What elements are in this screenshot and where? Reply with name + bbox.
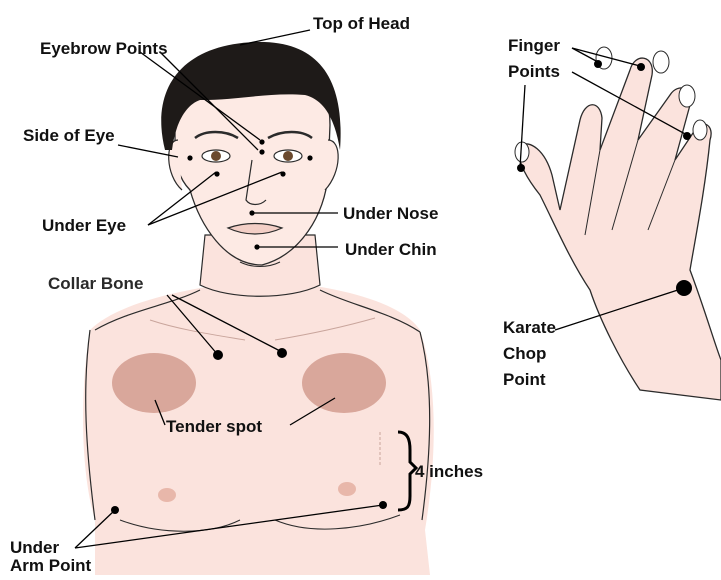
label-under-arm-line1: Under [10, 538, 59, 558]
label-under-eye: Under Eye [42, 216, 126, 236]
point-under-arm-left [111, 506, 119, 514]
point-finger-3 [683, 132, 691, 140]
point-under-eye-left [214, 171, 219, 176]
leader-top-of-head [240, 30, 310, 45]
tender-spot-left [112, 353, 196, 413]
point-finger-1 [594, 60, 602, 68]
right-iris [283, 151, 293, 161]
point-side-of-eye-right [307, 155, 312, 160]
nipple-left [158, 488, 176, 502]
label-under-arm-line2: Arm Point [10, 556, 91, 576]
hand [519, 58, 721, 400]
point-collar-left [213, 350, 223, 360]
point-collar-right [277, 348, 287, 358]
label-tender-spot: Tender spot [166, 417, 262, 437]
nipple-right [338, 482, 356, 496]
fingernail-3 [679, 85, 695, 107]
label-collar-bone: Collar Bone [48, 274, 143, 294]
point-eyebrow-2 [259, 149, 264, 154]
label-finger-line1: Finger [508, 36, 560, 56]
point-thumb [517, 164, 525, 172]
point-under-nose [249, 210, 254, 215]
point-under-chin [254, 244, 259, 249]
label-side-of-eye: Side of Eye [23, 126, 115, 146]
label-karate-line3: Point [503, 370, 546, 390]
point-karate-chop [676, 280, 692, 296]
label-karate-line1: Karate [503, 318, 556, 338]
tender-spot-right [302, 353, 386, 413]
point-side-of-eye-left [187, 155, 192, 160]
label-top-of-head: Top of Head [313, 14, 410, 34]
label-four-inches: 4 inches [415, 462, 483, 482]
fingernail-4 [693, 120, 707, 140]
label-karate-line2: Chop [503, 344, 546, 364]
leader-finger-1 [572, 48, 598, 62]
left-iris [211, 151, 221, 161]
point-eyebrow [259, 139, 264, 144]
point-under-eye-right [280, 171, 285, 176]
label-under-chin: Under Chin [345, 240, 437, 260]
label-finger-line2: Points [508, 62, 560, 82]
fingernail-2 [653, 51, 669, 73]
label-eyebrow-points: Eyebrow Points [40, 39, 168, 59]
point-finger-2 [637, 63, 645, 71]
point-under-arm-right [379, 501, 387, 509]
label-under-nose: Under Nose [343, 204, 438, 224]
